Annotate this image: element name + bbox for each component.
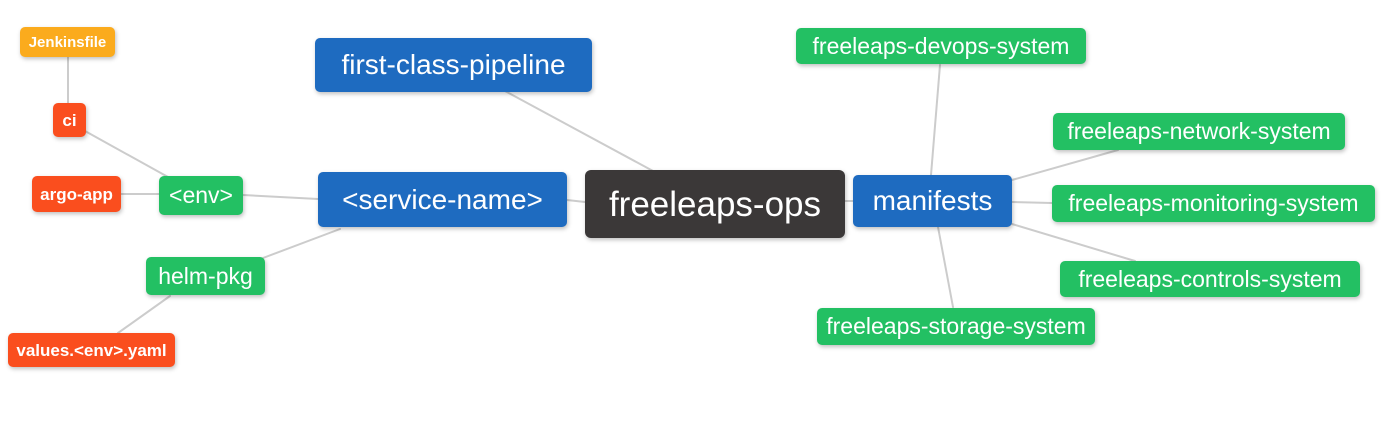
node-env[interactable]: <env> bbox=[159, 176, 243, 215]
edge-helm-pkg-values-env-yaml bbox=[117, 295, 171, 334]
node-argo-app[interactable]: argo-app bbox=[32, 176, 121, 212]
edge-manifests-freeleaps-controls-system bbox=[1011, 223, 1136, 262]
node-ci[interactable]: ci bbox=[53, 103, 86, 137]
edge-service-name-helm-pkg bbox=[262, 228, 341, 259]
edge-manifests-freeleaps-monitoring-system bbox=[1011, 201, 1053, 204]
node-freeleaps-controls-system[interactable]: freeleaps-controls-system bbox=[1060, 261, 1360, 297]
node-freeleaps-devops-system[interactable]: freeleaps-devops-system bbox=[796, 28, 1086, 64]
edge-manifests-freeleaps-devops-system bbox=[930, 64, 941, 176]
node-freeleaps-network-system[interactable]: freeleaps-network-system bbox=[1053, 113, 1345, 150]
edge-manifests-freeleaps-network-system bbox=[1011, 149, 1119, 181]
node-freeleaps-monitoring-system[interactable]: freeleaps-monitoring-system bbox=[1052, 185, 1375, 222]
edge-freeleaps-ops-first-class-pipeline bbox=[504, 90, 654, 172]
node-freeleaps-ops[interactable]: freeleaps-ops bbox=[585, 170, 845, 238]
node-manifests[interactable]: manifests bbox=[853, 175, 1012, 227]
node-jenkinsfile[interactable]: Jenkinsfile bbox=[20, 27, 115, 57]
node-values-env-yaml[interactable]: values.<env>.yaml bbox=[8, 333, 175, 367]
edge-manifests-freeleaps-storage-system bbox=[937, 226, 954, 308]
edge-freeleaps-ops-service-name bbox=[566, 199, 586, 203]
edge-env-ci bbox=[84, 130, 169, 178]
node-service-name[interactable]: <service-name> bbox=[318, 172, 567, 227]
edge-service-name-env bbox=[242, 194, 319, 200]
node-freeleaps-storage-system[interactable]: freeleaps-storage-system bbox=[817, 308, 1095, 345]
node-helm-pkg[interactable]: helm-pkg bbox=[146, 257, 265, 295]
node-first-class-pipeline[interactable]: first-class-pipeline bbox=[315, 38, 592, 92]
